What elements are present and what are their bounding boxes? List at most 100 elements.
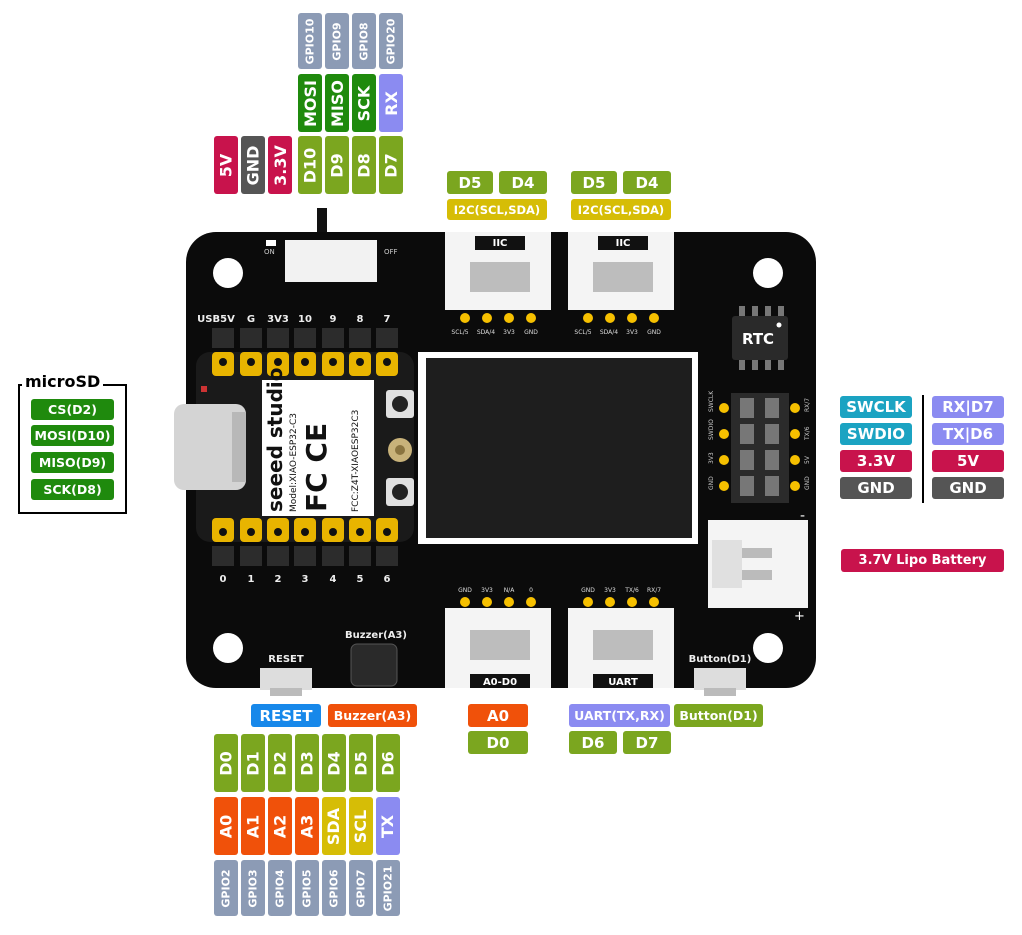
swd-pin-label: GND <box>708 476 715 490</box>
microsd-pin-label: MOSI(D10) <box>31 425 114 446</box>
uart-connector: UART <box>568 608 674 688</box>
pin-label: D5 <box>349 734 373 792</box>
pin-label: D10 <box>298 136 322 194</box>
power-switch-lever <box>317 208 327 240</box>
switch-indicator <box>266 240 276 246</box>
func-label: MOSI <box>298 74 322 132</box>
gpio-label: GPIO9 <box>325 13 349 69</box>
microsd-pin-label: CS(D2) <box>31 399 114 420</box>
func-label: RX <box>379 74 403 132</box>
rtc-chip: RTC <box>732 306 788 370</box>
buzzer-label: Buzzer(A3) <box>328 704 417 727</box>
pin-label: D4 <box>322 734 346 792</box>
swd-divider <box>922 395 924 503</box>
iic-pin-label: SDA/4 <box>477 329 495 336</box>
header-bottom-labels: 0 1 2 3 4 5 6 <box>220 574 391 585</box>
iic-pin-label: GND <box>524 329 538 336</box>
gpio-label: GPIO5 <box>295 860 319 916</box>
gpio-label: GPIO4 <box>268 860 292 916</box>
iic-right-func-label: I2C(SCL,SDA) <box>571 199 671 220</box>
iic-label: IIC <box>493 238 508 249</box>
iic-left-func-label: I2C(SCL,SDA) <box>447 199 547 220</box>
xiao-module <box>174 352 414 542</box>
reset-button <box>260 668 312 696</box>
iic-connector-left: IIC <box>445 232 551 310</box>
reset-label: RESET <box>251 704 321 727</box>
model-label: Model:XIAO-ESP32-C3 <box>289 413 299 512</box>
buzzer-silk-label: Buzzer(A3) <box>345 630 407 641</box>
pin-label: D0 <box>214 734 238 792</box>
swd-pin-label: SWCLK <box>708 390 715 412</box>
pin-label: D9 <box>325 136 349 194</box>
gpio-label: GPIO20 <box>379 13 403 69</box>
a0-label: A0 <box>468 704 528 727</box>
power-switch <box>285 240 377 282</box>
swd-label: 3.3V <box>840 450 912 472</box>
pin-label: D8 <box>352 136 376 194</box>
iic-label: IIC <box>616 238 631 249</box>
header-pin-label: 5 <box>357 574 364 585</box>
swd-pin-label: GND <box>804 476 811 490</box>
power-label: GND <box>241 136 265 194</box>
uart-right-label: RX|D7 <box>932 396 1004 418</box>
grove-pin-label: GND <box>581 587 595 594</box>
user-button <box>694 668 746 696</box>
swd-label: SWCLK <box>840 396 912 418</box>
switch-on-label: ON <box>264 248 275 256</box>
grove-pin-label: 0 <box>529 587 533 594</box>
swd-header <box>719 393 800 503</box>
pin-label: D6 <box>376 734 400 792</box>
header-pin-label: 7 <box>384 314 391 325</box>
iic-right-pin-label: D5 <box>571 171 617 194</box>
iic-left-pin-label: D4 <box>499 171 547 194</box>
fcc-id-label: FCC:Z4T-XIAOESP32C3 <box>351 410 361 512</box>
swd-pin-label: 5V <box>804 455 811 464</box>
header-pin-label: 4 <box>330 574 337 585</box>
iic-pin-label: 3V3 <box>626 329 638 336</box>
grove-pin-label: TX/6 <box>624 587 639 594</box>
swd-pin-label: TX/6 <box>804 426 811 441</box>
header-pin-label: 10 <box>298 314 312 325</box>
mounting-hole <box>213 258 243 288</box>
gpio-label: GPIO8 <box>352 13 376 69</box>
uart-connector-label: UART <box>608 677 638 688</box>
func-label: TX <box>376 797 400 855</box>
header-pin-label: 9 <box>330 314 337 325</box>
mounting-hole <box>753 633 783 663</box>
func-label: A0 <box>214 797 238 855</box>
iic-pads <box>460 313 659 323</box>
iic-pin-labels: SCL/5 SDA/4 3V3 GND SCL/5 SDA/4 3V3 GND <box>451 329 661 336</box>
pin-label: D2 <box>268 734 292 792</box>
func-label: SDA <box>322 797 346 855</box>
header-pin-label: 0 <box>220 574 227 585</box>
header-pin-label: 6 <box>384 574 391 585</box>
a0-pin-labels: GND 3V3 N/A 0 GND 3V3 TX/6 RX/7 <box>458 587 661 594</box>
swd-pin-labels: SWCLK SWDIO 3V3 GND RX/7 TX/6 5V GND <box>708 390 811 490</box>
func-label: A1 <box>241 797 265 855</box>
header-bottom-sockets <box>212 546 398 566</box>
swd-pin-label: RX/7 <box>804 398 811 412</box>
header-pin-label: 3V3 <box>267 314 289 325</box>
battery-minus: - <box>800 508 805 524</box>
battery-connector: - + <box>708 508 808 624</box>
swd-label: SWDIO <box>840 423 912 445</box>
iic-pin-label: SCL/5 <box>574 329 591 336</box>
func-label: MISO <box>325 74 349 132</box>
pin-label: D1 <box>241 734 265 792</box>
iic-pin-label: SDA/4 <box>600 329 618 336</box>
iic-left-pin-label: D5 <box>447 171 493 194</box>
buzzer <box>350 643 398 687</box>
header-pin-label: 2 <box>275 574 282 585</box>
uart-label: UART(TX,RX) <box>569 704 670 727</box>
func-label: A2 <box>268 797 292 855</box>
gpio-label: GPIO6 <box>322 860 346 916</box>
iic-pin-label: 3V3 <box>503 329 515 336</box>
header-pin-label: G <box>247 314 255 325</box>
iic-pin-label: SCL/5 <box>451 329 468 336</box>
power-label: 5V <box>214 136 238 194</box>
power-label: 3.3V <box>268 136 292 194</box>
gpio-label: GPIO2 <box>214 860 238 916</box>
gpio-label: GPIO7 <box>349 860 373 916</box>
power-right-label: GND <box>932 477 1004 499</box>
